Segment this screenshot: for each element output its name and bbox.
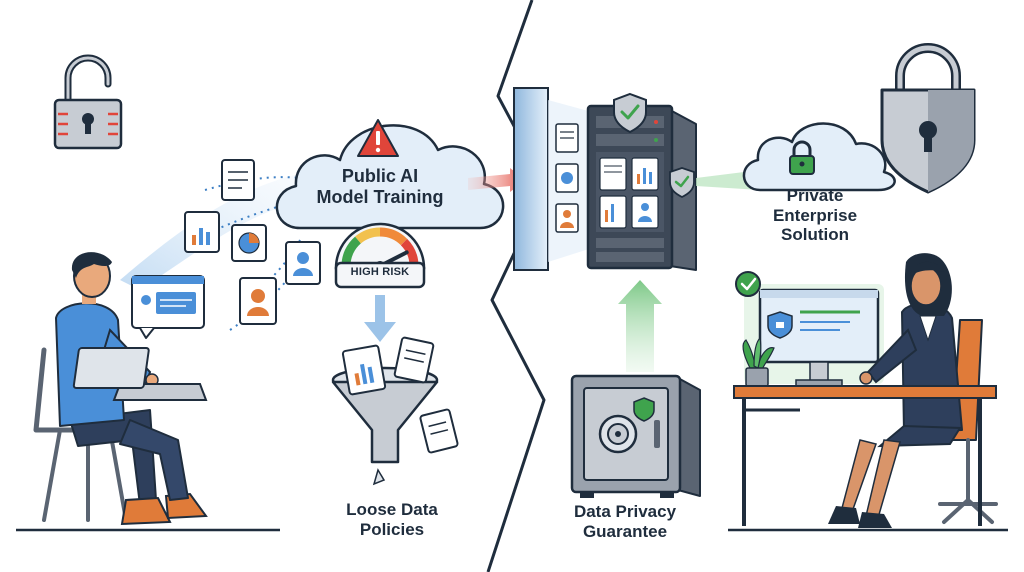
warning-triangle-icon [357, 119, 399, 157]
profile-document-icon [285, 241, 321, 285]
down-arrow [364, 295, 396, 342]
server-rack-icon [586, 104, 697, 271]
green-padlock-icon [789, 140, 815, 175]
data-filter-prism [513, 87, 592, 271]
closed-padlock-shield-icon [880, 43, 976, 194]
public-cloud [275, 124, 505, 230]
data-privacy-guarantee-label: Data Privacy Guarantee [573, 502, 677, 541]
private-cloud [742, 122, 896, 192]
document-icon [393, 336, 435, 384]
private-enterprise-label: Private Enterprise Solution [772, 186, 858, 245]
bar-chart-document-icon [184, 211, 220, 253]
pie-chart-document-icon [231, 224, 267, 262]
loose-data-policies-label: Loose Data Policies [346, 500, 438, 539]
document-icon [419, 408, 459, 454]
red-transfer-arrow [468, 168, 526, 192]
open-padlock-icon [53, 54, 123, 150]
profile-document-icon [239, 277, 277, 325]
risk-gauge-icon [334, 222, 426, 289]
split-divider [486, 0, 548, 572]
document-icon [221, 159, 255, 201]
shield-check-icon [613, 92, 647, 134]
shield-check-icon [669, 167, 695, 199]
bar-chart-document-icon [341, 344, 387, 396]
public-ai-label: Public AI Model Training [316, 166, 444, 207]
chat-bubble-screen [131, 275, 205, 339]
man-with-laptop [33, 252, 208, 526]
green-up-arrow [618, 280, 662, 372]
high-risk-label: HIGH RISK [350, 266, 410, 278]
woman-at-desk [733, 253, 998, 528]
safe-vault-icon [570, 374, 701, 498]
